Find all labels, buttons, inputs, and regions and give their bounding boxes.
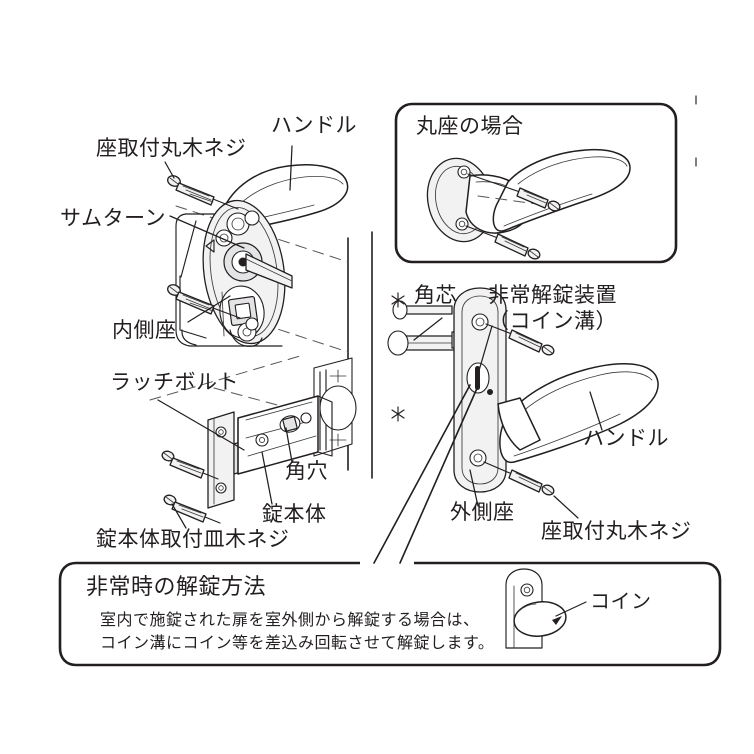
label-outside-rose: 外側座	[450, 500, 515, 524]
label-emergency-release: 非常解錠装置 （コイン溝）	[488, 283, 617, 334]
label-lock-body: 錠本体	[262, 502, 327, 526]
lock-body-screws	[161, 450, 221, 524]
latch-lock-body	[207, 395, 333, 509]
label-rose-screw-inside: 座取付丸木ネジ	[96, 136, 247, 160]
label-emergency-release-line1: 非常解錠装置	[488, 283, 617, 307]
round-rose-box-title: 丸座の場合	[416, 114, 524, 138]
label-lock-body-screw: 錠本体取付皿木ネジ	[96, 527, 290, 551]
note-box-pointer	[373, 384, 479, 564]
inside-handle-assembly	[175, 164, 349, 347]
round-rose-illustration	[426, 148, 631, 260]
label-coin: コイン	[590, 589, 652, 613]
inside-rose-screws	[167, 175, 241, 319]
label-inside-rose: 内側座	[112, 318, 177, 342]
coin-inset-illustration	[505, 568, 587, 649]
outside-handle-assembly	[387, 287, 659, 496]
label-thumbturn: サムターン	[60, 206, 167, 230]
label-rose-screw-outside: 座取付丸木ネジ	[541, 519, 692, 543]
emergency-note-title: 非常時の解錠方法	[86, 575, 267, 600]
label-square-spindle: 角芯	[414, 283, 457, 307]
emergency-note-body-line1: 室内で施錠された扉を室外側から解錠する場合は、	[100, 610, 480, 629]
leader-lines	[157, 145, 603, 529]
label-square-hole: 角穴	[285, 459, 328, 483]
emergency-note-frame	[58, 561, 722, 667]
label-emergency-release-line2: （コイン溝）	[488, 308, 617, 333]
label-handle-outside: ハンドル	[583, 426, 669, 450]
label-handle-inside: ハンドル	[271, 113, 357, 137]
label-latch-bolt: ラッチボルト	[110, 370, 239, 394]
emergency-note-body-line2: コイン溝にコイン等を差込み回転させて解錠します。	[100, 633, 495, 653]
emergency-note-body: 室内で施錠された扉を室外側から解錠する場合は、 コイン溝にコイン等を差込み回転さ…	[100, 608, 494, 654]
door-edge-latch-hole	[313, 357, 357, 457]
spindle-asterisk-marks	[391, 292, 405, 422]
round-rose-box-frame	[394, 102, 678, 264]
